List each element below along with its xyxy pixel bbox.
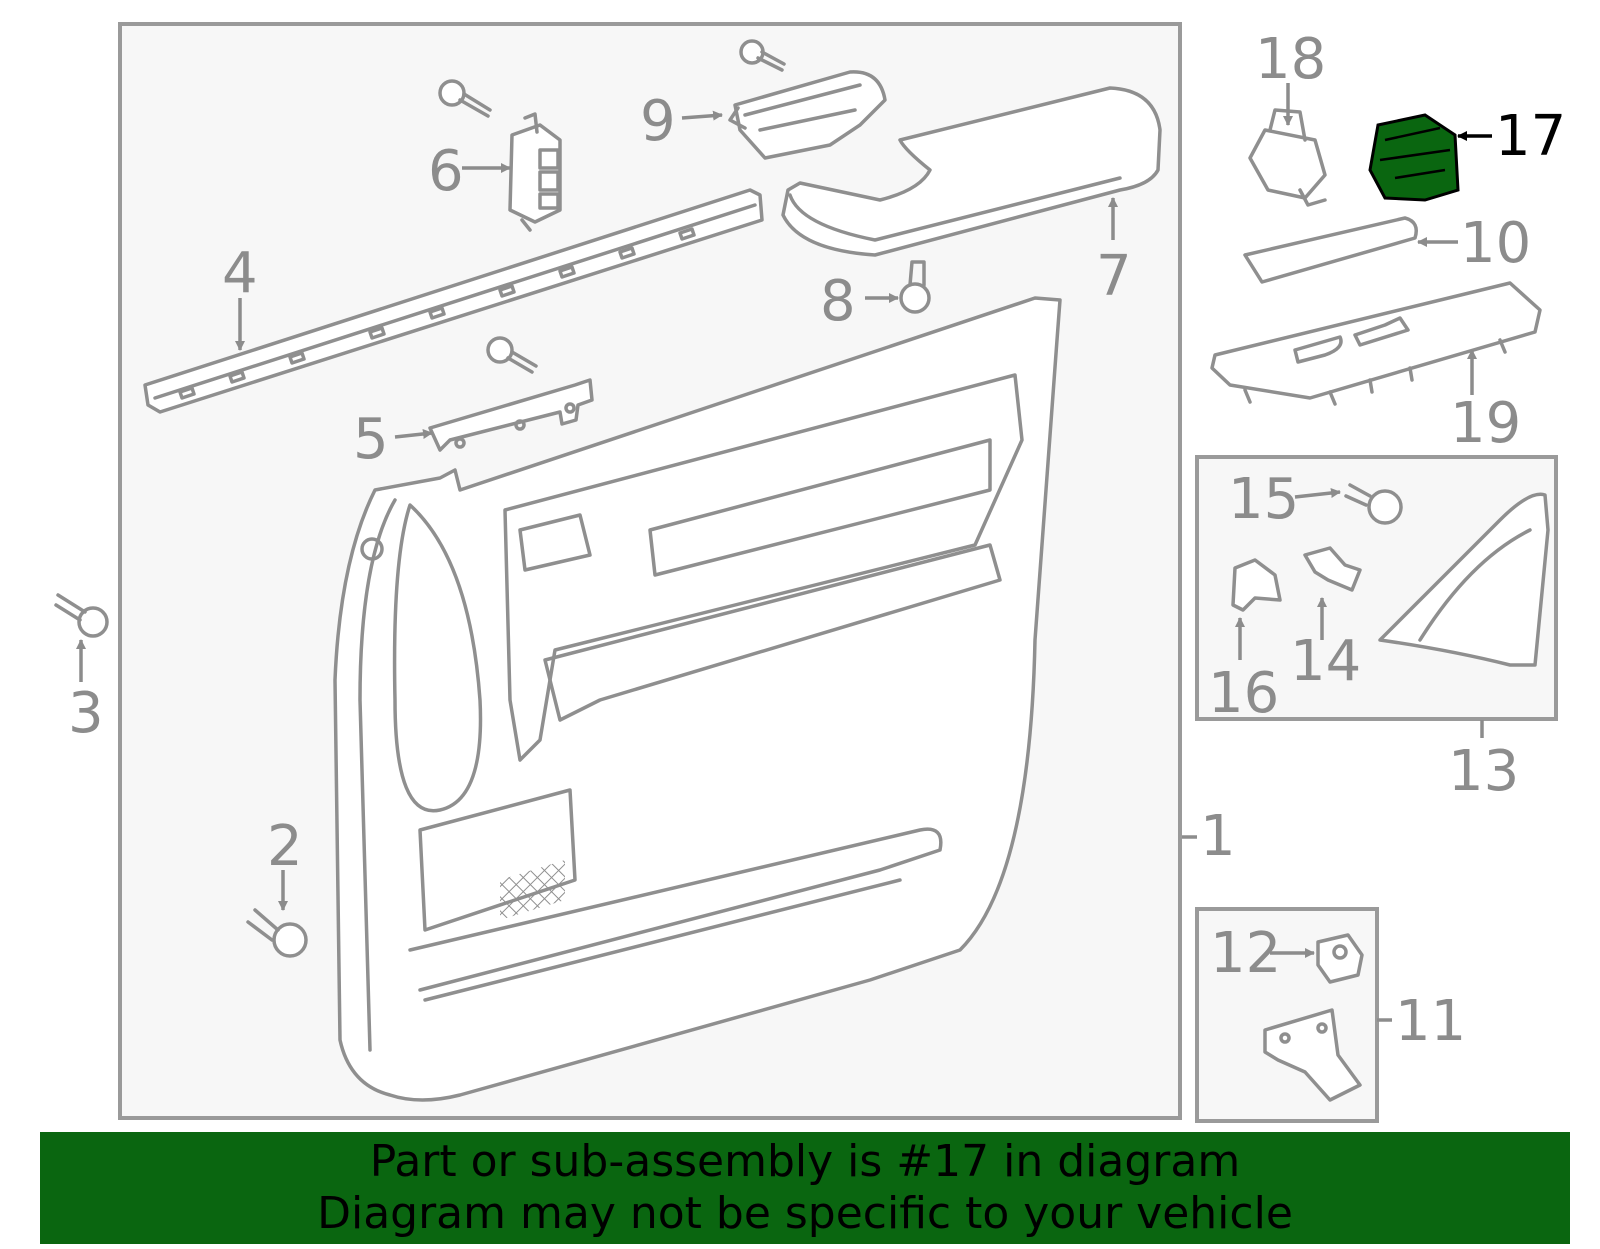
part-14-clip <box>1303 546 1362 592</box>
part-10-trim-strip <box>1243 216 1418 284</box>
screw-9 <box>739 39 786 72</box>
callout-10: 10 <box>1460 211 1531 276</box>
part-5-bracket <box>428 378 594 452</box>
callout-1: 1 <box>1200 804 1236 869</box>
part-2-clip <box>246 908 308 958</box>
part-4-moulding <box>143 188 764 414</box>
callout-13: 13 <box>1448 739 1519 804</box>
part-11-bracket <box>1263 1008 1362 1102</box>
callout-11: 11 <box>1395 989 1466 1054</box>
callout-2: 2 <box>267 814 303 879</box>
callout-5: 5 <box>353 407 389 472</box>
leader-lines <box>76 83 1492 1022</box>
part-8-clip <box>899 260 931 314</box>
callout-8: 8 <box>820 269 856 334</box>
part-12-cap <box>1316 933 1364 984</box>
banner-line-disclaimer: Diagram may not be specific to your vehi… <box>317 1188 1293 1239</box>
callout-18: 18 <box>1255 27 1326 92</box>
callout-15: 15 <box>1228 467 1299 532</box>
part-9-door-handle <box>728 70 887 160</box>
part-18-switch <box>1248 108 1327 207</box>
callout-7: 7 <box>1096 244 1132 309</box>
screw-6 <box>438 79 492 118</box>
callout-6: 6 <box>428 139 464 204</box>
part-3-clip <box>54 593 109 638</box>
callout-16: 16 <box>1208 661 1279 726</box>
callout-14: 14 <box>1290 629 1361 694</box>
part-6-switch <box>508 112 562 232</box>
callout-3: 3 <box>68 681 104 746</box>
callout-19: 19 <box>1450 391 1521 456</box>
part-19-switch-base <box>1210 281 1542 406</box>
callout-4: 4 <box>222 241 258 306</box>
door-trim-panel <box>333 296 1062 1102</box>
callout-labels: 1 2 3 4 5 6 7 8 9 10 11 12 13 14 15 16 1… <box>68 27 1566 1054</box>
screw-5 <box>486 336 538 374</box>
part-17-highlighted <box>1368 113 1460 202</box>
info-banner: Part or sub-assembly is #17 in diagram D… <box>40 1132 1570 1244</box>
part-7-armrest <box>781 86 1162 257</box>
part-13-trim <box>1378 492 1550 667</box>
callout-12: 12 <box>1210 921 1281 986</box>
part-15-clip <box>1344 483 1403 525</box>
banner-line-part-number: Part or sub-assembly is #17 in diagram <box>369 1136 1241 1187</box>
part-16-clip <box>1231 558 1282 612</box>
callout-17-highlighted: 17 <box>1495 104 1566 169</box>
callout-9: 9 <box>640 89 676 154</box>
